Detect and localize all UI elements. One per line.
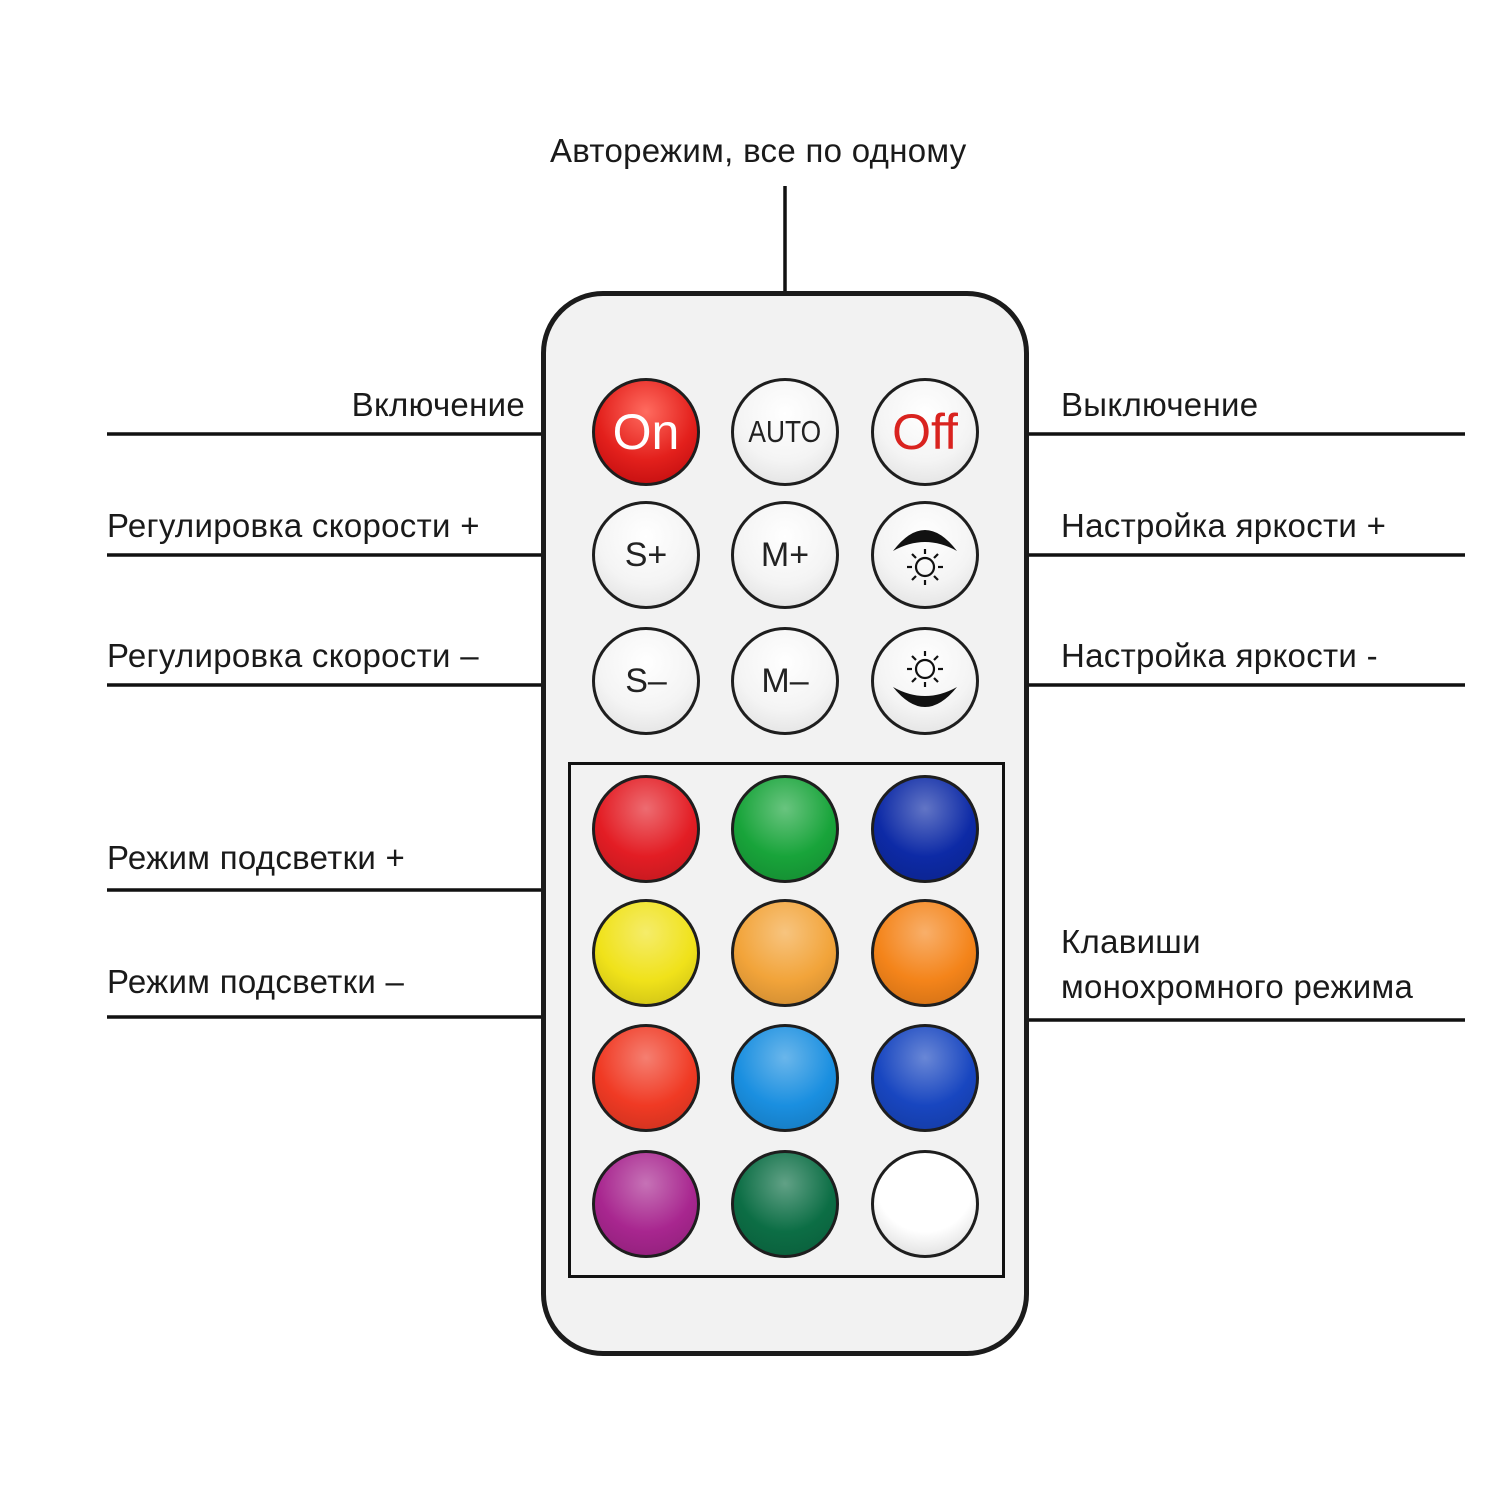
bright-minus-label-text: Настройка яркости - — [1061, 637, 1378, 674]
color-key-green[interactable] — [731, 775, 839, 883]
mode-plus-label-text: Режим подсветки + — [107, 839, 406, 876]
mode-minus-button[interactable]: M– — [731, 627, 839, 735]
mono-label-line1: Клавиши — [1061, 923, 1201, 960]
color-key-dark-green[interactable] — [731, 1150, 839, 1258]
mono-label-line2: монохромного режима — [1061, 968, 1414, 1005]
speed-plus-label: S+ — [624, 535, 668, 574]
color-key-yellow[interactable] — [592, 899, 700, 1007]
color-key-blue[interactable] — [871, 775, 979, 883]
off-button[interactable]: Off — [871, 378, 979, 486]
on-button[interactable]: On — [592, 378, 700, 486]
color-key-royal-blue[interactable] — [871, 1024, 979, 1132]
off-label: Выключение — [1061, 386, 1259, 423]
on-label: Включение — [351, 386, 525, 423]
mode-minus-label-text: Режим подсветки – — [107, 963, 405, 1000]
color-key-white[interactable] — [871, 1150, 979, 1258]
mono-keys-frame — [568, 762, 1005, 1278]
color-key-orange[interactable] — [871, 899, 979, 1007]
off-button-label: Off — [892, 404, 958, 460]
auto-button[interactable]: AUTO — [731, 378, 839, 486]
on-button-label: On — [612, 404, 680, 460]
speed-plus-label-text: Регулировка скорости + — [107, 507, 480, 544]
brightness-minus-button[interactable] — [871, 627, 979, 735]
color-key-sky-blue[interactable] — [731, 1024, 839, 1132]
color-key-red-orange[interactable] — [592, 1024, 700, 1132]
auto-label: Авторежим, все по одному — [550, 132, 967, 169]
speed-minus-label-text: Регулировка скорости – — [107, 637, 479, 674]
mode-plus-label: M+ — [760, 535, 810, 574]
color-key-purple[interactable] — [592, 1150, 700, 1258]
mode-minus-label: M– — [761, 661, 809, 700]
color-key-amber[interactable] — [731, 899, 839, 1007]
brightness-plus-button[interactable] — [871, 501, 979, 609]
bright-plus-label-text: Настройка яркости + — [1061, 507, 1387, 544]
speed-minus-label: S– — [625, 661, 667, 700]
speed-plus-button[interactable]: S+ — [592, 501, 700, 609]
brightness-up-icon — [893, 530, 957, 585]
auto-button-label: AUTO — [748, 414, 822, 449]
color-key-red[interactable] — [592, 775, 700, 883]
brightness-down-icon — [893, 651, 957, 707]
mode-plus-button[interactable]: M+ — [731, 501, 839, 609]
speed-minus-button[interactable]: S– — [592, 627, 700, 735]
